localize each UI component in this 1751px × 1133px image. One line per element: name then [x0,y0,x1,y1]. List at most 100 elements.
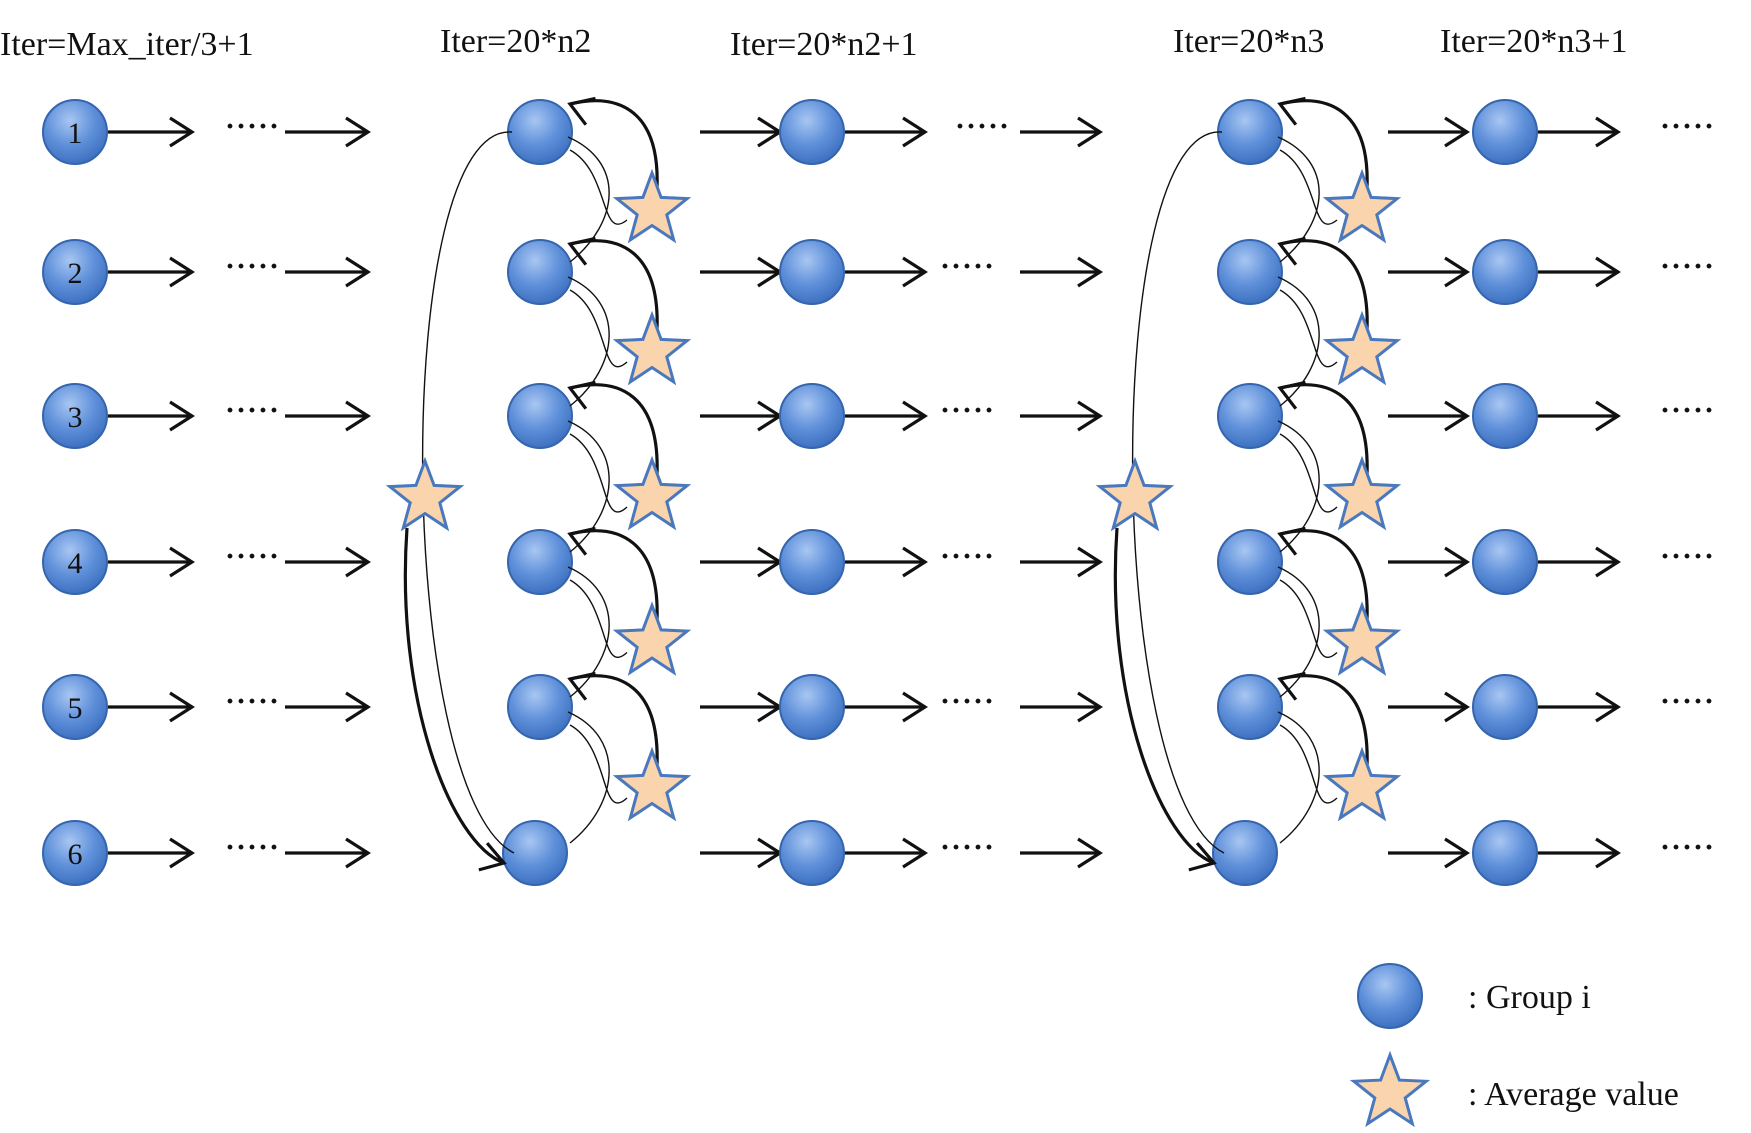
group-node-20n2-plus-1 [779,674,845,740]
arrow-right-icon [108,116,195,148]
average-value-star-icon [1322,601,1402,676]
column-title-iter-20n3: Iter=20*n3 [1173,23,1324,60]
average-value-star-icon [1322,746,1402,822]
group-node-20n3 [1217,674,1283,740]
group-node-icon [507,383,573,449]
arrow-head-icon [1077,691,1103,723]
arrow-head-icon [902,256,928,288]
exchange-link [1277,566,1320,698]
average-value-star-icon [612,455,692,531]
arrow-right-icon [108,400,195,432]
group-node-20n3 [1217,99,1283,165]
ellipsis: ····· [1660,685,1715,718]
group-number: 1 [68,117,83,150]
arrow-head-icon [1595,400,1621,432]
group-node-20n3-plus-1 [1472,820,1538,886]
group-node-start: 1 [42,99,108,165]
arrow-head-icon [169,691,195,723]
exchange-link [569,149,628,225]
ellipsis: ····· [940,540,995,573]
legend: : Group i : Average value [1349,963,1679,1128]
arrow-head-icon [1595,546,1621,578]
arrow-head-icon [1077,256,1103,288]
group-node-icon [1472,674,1538,740]
ellipsis: ····· [1660,540,1715,573]
group-node-icon [779,529,845,595]
arrow-right-icon [1020,400,1103,432]
group-node-20n3-plus-1 [1472,529,1538,595]
arrow-head-icon [567,526,596,556]
arrow-right-icon [1388,691,1470,723]
group-row-5: 5··············· [42,674,1715,740]
arrow-right-icon [1538,837,1621,869]
exchange-link [567,420,610,553]
average-value-star-icon [1322,168,1402,244]
arrow-right-icon [108,546,195,578]
group-node-20n2 [507,383,573,449]
group-number: 2 [68,257,83,290]
group-node-20n3 [1217,529,1283,595]
arrow-head-icon [567,96,596,126]
arrow-right-icon [700,691,783,723]
arrow-head-icon [1444,546,1470,578]
group-node-20n2 [502,820,568,886]
ellipsis: ····· [940,250,995,283]
average-value-star-icon [1322,455,1402,531]
arrow-head-icon [1595,116,1621,148]
group-node-icon [1472,239,1538,305]
group-node-20n2-plus-1 [779,820,845,886]
arrow-head-icon [1077,116,1103,148]
arrow-head-icon [1444,400,1470,432]
arrow-right-icon [1538,116,1621,148]
group-node-icon [42,674,108,740]
group-node-20n3-plus-1 [1472,99,1538,165]
arrow-right-icon [700,400,783,432]
group-row-6: 6··············· [42,820,1714,886]
exchange-link [567,276,610,407]
arrow-head-icon [345,837,371,869]
arrow-head-icon [1277,236,1306,266]
exchange-link [1279,579,1338,658]
group-node-start: 2 [42,239,108,305]
arrow-head-icon [1277,380,1306,410]
arrow-head-icon [902,546,928,578]
group-node-start: 4 [42,529,108,595]
group-node-icon [507,674,573,740]
group-node-20n2-plus-1 [779,239,845,305]
arrow-right-icon [1020,546,1103,578]
iter-20n3-exchange [1095,96,1402,872]
exchange-link [1279,433,1338,513]
group-node-icon [42,820,108,886]
arrow-head-icon [1277,526,1306,556]
feedback-arrow [569,99,659,189]
arrow-head-icon [478,842,507,872]
arrow-head-icon [567,671,596,701]
arrow-right-icon [285,546,371,578]
arrow-head-icon [169,546,195,578]
arrow-right-icon [845,400,928,432]
wrap-arrow [403,527,505,865]
arrow-right-icon [108,837,195,869]
group-row-2: 2··············· [42,239,1714,305]
group-node-20n3-plus-1 [1472,239,1538,305]
arrow-right-icon [285,116,371,148]
arrow-right-icon [845,256,928,288]
arrow-right-icon [845,837,928,869]
group-node-icon [779,239,845,305]
group-row-3: 3··············· [42,383,1714,449]
arrow-head-icon [345,691,371,723]
arrow-head-icon [169,837,195,869]
arrow-head-icon [1077,400,1103,432]
group-node-start: 6 [42,820,108,886]
average-value-star-icon [1322,310,1402,386]
ellipsis: ····· [1660,110,1715,143]
arrow-right-icon [700,837,783,869]
arrow-right-icon [285,256,371,288]
group-row-4: 4··············· [42,529,1715,595]
arrow-right-icon [108,691,195,723]
arrow-head-icon [1444,691,1470,723]
arrow-head-icon [1277,671,1306,701]
arrow-right-icon [700,116,783,148]
group-node-icon [1212,820,1278,886]
arrow-head-icon [1444,116,1470,148]
